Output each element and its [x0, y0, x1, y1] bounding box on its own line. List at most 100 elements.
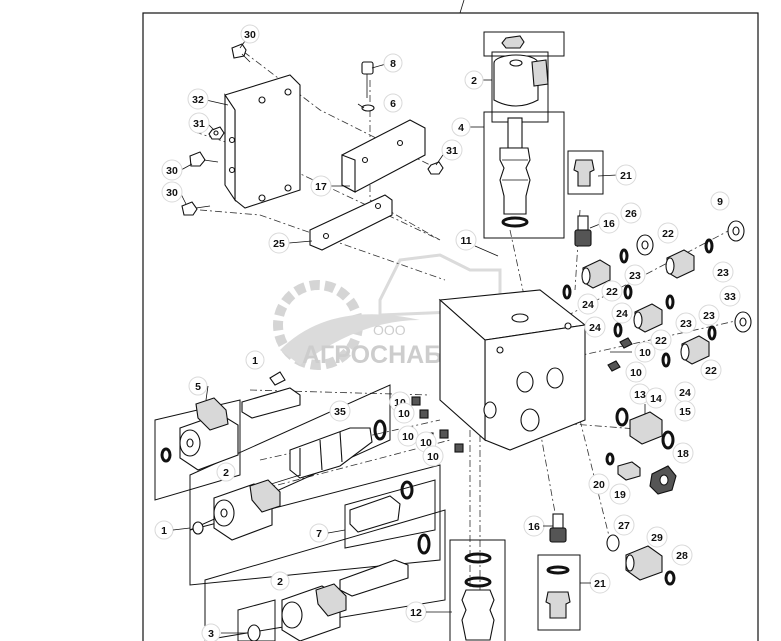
callout-26: 26 [620, 202, 642, 224]
callout-17: 17 [310, 175, 332, 197]
callout-20: 20 [588, 473, 610, 495]
angle-bracket-17 [341, 119, 426, 193]
callout-12: 12 [405, 601, 427, 623]
callout-29: 29 [646, 526, 668, 548]
agrosnab-watermark: ООО АГРОСНАБ [273, 253, 502, 370]
callout-23: 23 [698, 304, 720, 326]
cap-18 [649, 465, 677, 495]
svg-text:1: 1 [252, 355, 258, 367]
callout-7: 7 [309, 523, 329, 543]
svg-text:23: 23 [717, 267, 729, 279]
callout-6: 6 [383, 93, 403, 113]
washers-right [636, 220, 752, 333]
plugs-10-right [607, 337, 633, 372]
svg-text:28: 28 [676, 550, 688, 562]
svg-text:1: 1 [161, 525, 167, 537]
washer-27 [606, 534, 620, 552]
left-assembly-boxes [154, 384, 446, 641]
svg-text:30: 30 [166, 187, 178, 199]
callout-1: 1 [154, 520, 174, 540]
fitting-29 [625, 545, 663, 581]
callout-31: 31 [441, 139, 463, 161]
svg-text:2: 2 [223, 467, 229, 479]
callout-25: 25 [268, 232, 290, 254]
fitting-16-bottom [549, 513, 567, 543]
callout-23: 23 [675, 312, 697, 334]
callout-23: 23 [624, 264, 646, 286]
svg-text:10: 10 [420, 437, 432, 449]
svg-text:10: 10 [639, 347, 651, 359]
solenoid-coil-2-top [493, 54, 549, 107]
callout-22: 22 [601, 280, 623, 302]
svg-text:20: 20 [593, 479, 605, 491]
svg-text:30: 30 [244, 29, 256, 41]
svg-text:26: 26 [625, 208, 637, 220]
fitting-22-lower [680, 335, 710, 365]
top-leader-line [459, 0, 465, 14]
svg-text:8: 8 [390, 58, 396, 70]
callout-1: 1 [245, 350, 265, 370]
svg-text:3: 3 [208, 628, 214, 640]
callout-30: 30 [161, 159, 183, 181]
diagram-frame [142, 12, 759, 641]
screw-8 [361, 61, 374, 98]
callout-21: 21 [589, 572, 611, 594]
callout-10: 10 [397, 425, 419, 447]
callout-16: 16 [523, 515, 545, 537]
bolt-30-top [231, 43, 251, 63]
spool-lower [339, 533, 431, 597]
callout-2: 2 [216, 462, 236, 482]
fitting-22-upper-right [665, 249, 695, 279]
callout-9: 9 [710, 191, 730, 211]
callout-30: 30 [161, 181, 183, 203]
svg-text:2: 2 [471, 75, 477, 87]
svg-text:13: 13 [634, 389, 646, 401]
callout-11: 11 [455, 229, 477, 251]
callout-3: 3 [201, 623, 221, 641]
callout-27: 27 [613, 514, 635, 536]
svg-text:24: 24 [582, 299, 594, 311]
cartridge-box-12 [449, 539, 506, 641]
svg-text:22: 22 [662, 228, 674, 240]
spool-35 [251, 419, 387, 491]
coil-5 [160, 397, 239, 471]
svg-text:30: 30 [166, 165, 178, 177]
svg-text:29: 29 [651, 532, 663, 544]
callout-19: 19 [609, 483, 631, 505]
svg-text:32: 32 [192, 94, 204, 106]
washer-3 [247, 624, 261, 641]
svg-text:31: 31 [193, 118, 205, 130]
svg-text:23: 23 [629, 270, 641, 282]
callout-33: 33 [719, 285, 741, 307]
svg-text:23: 23 [703, 310, 715, 322]
callout-22: 22 [650, 329, 672, 351]
watermark-name: АГРОСНАБ [302, 341, 442, 369]
svg-text:9: 9 [717, 196, 723, 208]
svg-text:22: 22 [705, 365, 717, 377]
valve-1-upper [241, 371, 301, 419]
svg-text:6: 6 [390, 98, 396, 110]
callout-2: 2 [464, 70, 484, 90]
coil-2-lower [281, 583, 347, 641]
svg-text:23: 23 [680, 318, 692, 330]
valve-7 [349, 480, 414, 533]
callout-31: 31 [188, 112, 210, 134]
svg-text:21: 21 [620, 170, 632, 182]
svg-text:12: 12 [410, 607, 422, 619]
svg-text:22: 22 [655, 335, 667, 347]
o-ring-20 [605, 452, 615, 466]
callout-4: 4 [451, 117, 471, 137]
callout-8: 8 [383, 53, 403, 73]
svg-text:10: 10 [630, 367, 642, 379]
svg-text:24: 24 [679, 387, 691, 399]
callout-10: 10 [422, 445, 444, 467]
nut-31-left [208, 126, 225, 140]
svg-text:10: 10 [427, 451, 439, 463]
callout-35: 35 [329, 400, 351, 422]
svg-text:25: 25 [273, 238, 285, 250]
watermark-swoosh [280, 314, 420, 365]
svg-text:19: 19 [614, 489, 626, 501]
bolt-30-bottom [181, 201, 211, 216]
fitting-16-top [574, 215, 592, 247]
